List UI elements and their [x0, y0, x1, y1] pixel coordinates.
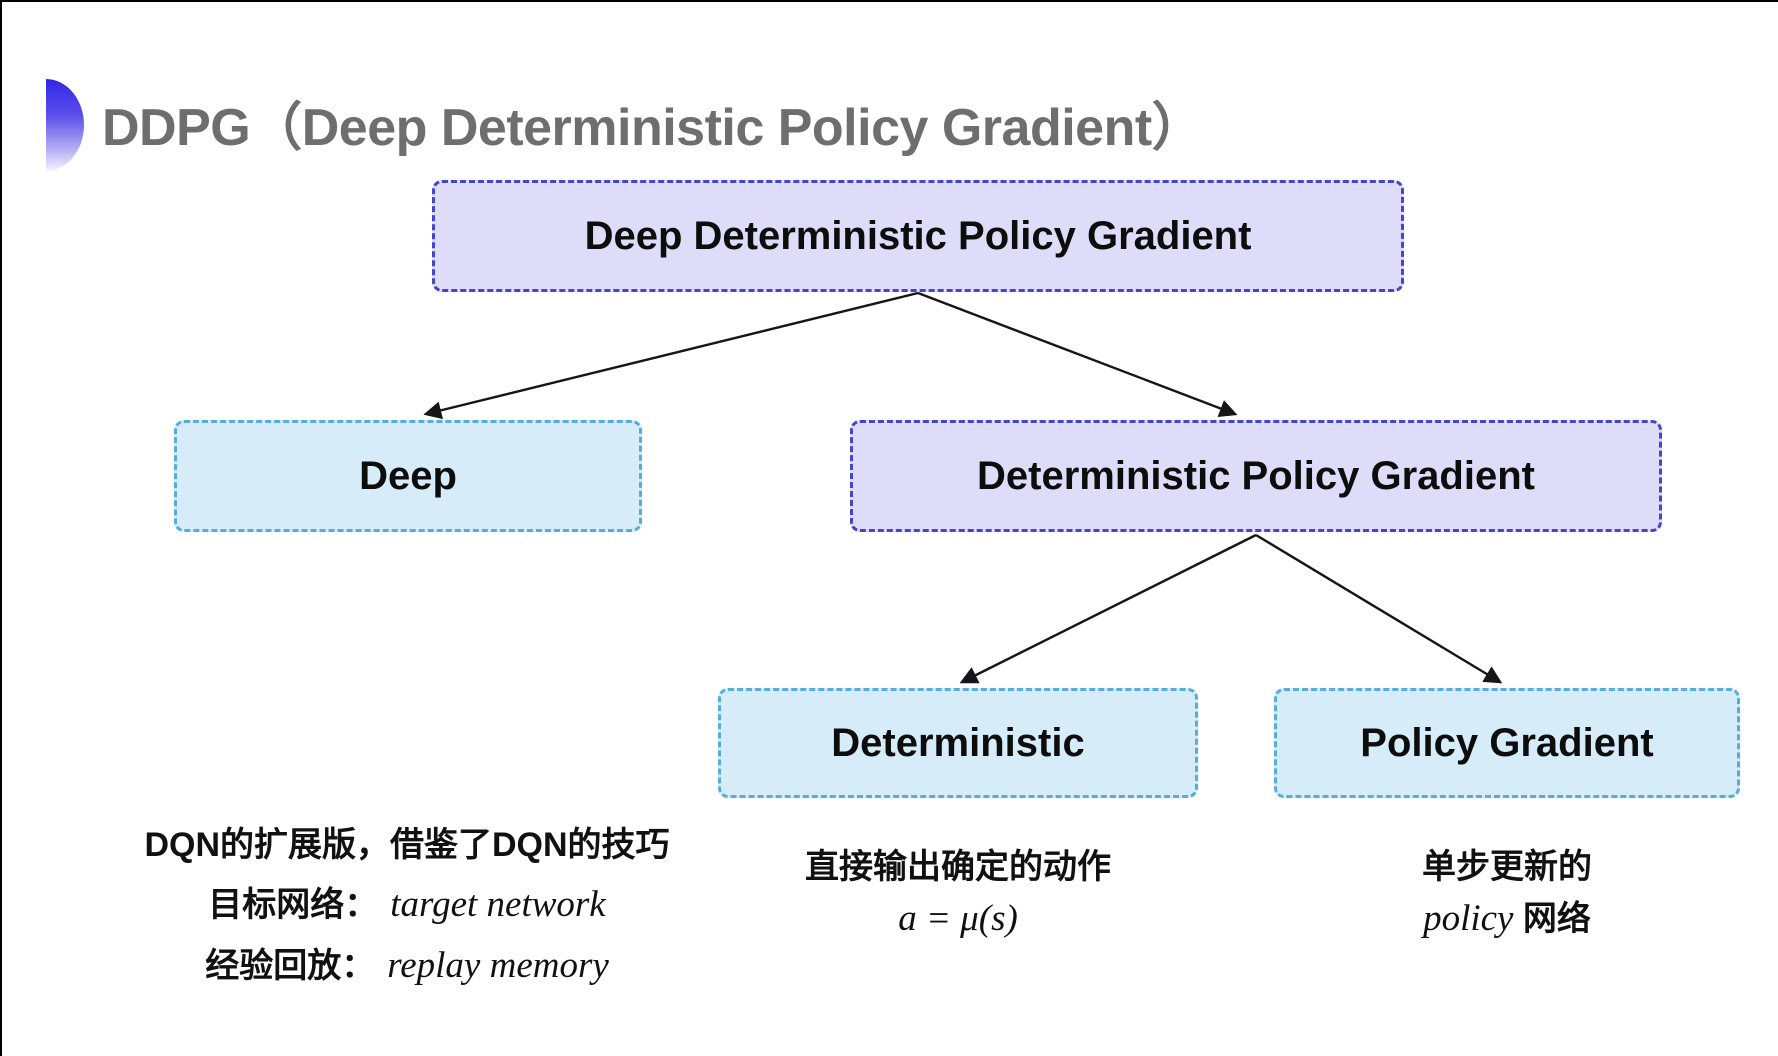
- node-deterministic: Deterministic: [718, 688, 1198, 798]
- page-title: DDPG（Deep Deterministic Policy Gradient）: [102, 98, 1204, 157]
- note-policy-gradient: 单步更新的 policy 网络: [1257, 850, 1757, 953]
- note-term-zh: 经验回放：: [205, 947, 376, 985]
- note-line: 目标网络： target network: [62, 886, 752, 923]
- arrow-root-to-deep: [423, 291, 919, 420]
- node-label: Deterministic: [831, 720, 1085, 765]
- note-term-en: policy: [1423, 898, 1514, 939]
- note-line: policy 网络: [1257, 900, 1757, 937]
- node-deep: Deep: [174, 420, 642, 532]
- node-label: Policy Gradient: [1360, 720, 1654, 765]
- node-deterministic-policy-gradient: Deterministic Policy Gradient: [850, 420, 1662, 532]
- note-formula: a = μ(s): [898, 898, 1018, 939]
- note-line: 经验回放： replay memory: [62, 947, 752, 984]
- arrow-root-to-dpg: [917, 291, 1238, 417]
- arrow-dpg-to-deterministic: [959, 533, 1257, 684]
- title-bullet-icon: [46, 79, 84, 171]
- node-label: Deep Deterministic Policy Gradient: [584, 213, 1252, 258]
- note-term-zh: 目标网络：: [208, 886, 379, 924]
- arrow-dpg-to-policy-gradient: [1255, 533, 1503, 684]
- note-term-en: replay memory: [387, 945, 609, 986]
- node-deep-deterministic-policy-gradient: Deep Deterministic Policy Gradient: [432, 180, 1404, 292]
- note-line: 直接输出确定的动作: [805, 848, 1111, 886]
- note-deterministic: 直接输出确定的动作 a = μ(s): [708, 850, 1208, 953]
- note-line: DQN的扩展版，借鉴了DQN的技巧: [144, 826, 670, 864]
- note-term-zh: 网络: [1522, 900, 1591, 938]
- node-label: Deep: [359, 453, 457, 498]
- note-deep: DQN的扩展版，借鉴了DQN的技巧 目标网络： target network 经验…: [62, 828, 752, 984]
- note-term-en: target network: [390, 884, 606, 925]
- note-line: 单步更新的: [1422, 848, 1592, 886]
- node-policy-gradient: Policy Gradient: [1274, 688, 1740, 798]
- node-label: Deterministic Policy Gradient: [977, 453, 1535, 498]
